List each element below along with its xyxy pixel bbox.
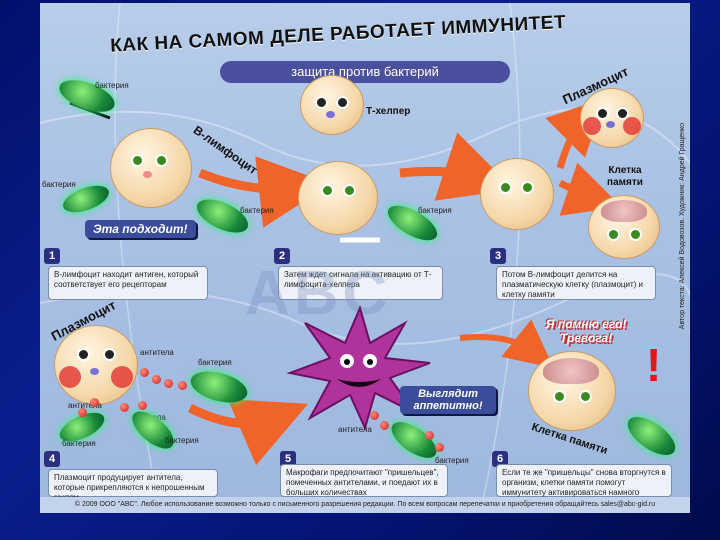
step-caption: Если те же "пришельцы" снова вторгнутся … <box>496 464 672 507</box>
eye-icon <box>321 184 334 197</box>
cheek <box>583 117 601 135</box>
eye-icon <box>629 228 642 241</box>
antibody <box>178 381 187 390</box>
bacteria-label-center-left: бактерия <box>240 206 274 215</box>
shout-remember-alarm: Я помню его! Тревога! <box>545 317 627 345</box>
bacteria-label-top: бактерия <box>95 81 129 90</box>
nose-icon <box>90 368 99 375</box>
step-number: 1 <box>44 248 60 264</box>
step-caption: Макрофаги предпочитают "пришельцев", пом… <box>280 464 448 497</box>
eye-icon <box>343 184 356 197</box>
nose-icon <box>326 111 335 118</box>
bacteria-label-b4c: бактерия <box>165 436 199 445</box>
step-caption: Плазмоцит продуцирует антитела, которые … <box>48 469 218 502</box>
bacteria-label-b4b: бактерия <box>62 439 96 448</box>
cheek <box>59 366 81 388</box>
plasmocyte-cell-bottom <box>54 325 138 405</box>
antibodies-label-b5: антитела <box>338 425 372 434</box>
memory-cell-top <box>588 195 660 259</box>
eye-icon <box>553 390 566 403</box>
bacteria-label-center: бактерия <box>418 206 452 215</box>
b-lymphocyte-cell <box>110 128 192 208</box>
arrow-to-memory <box>558 162 622 216</box>
bacteria-label-b5: бактерия <box>435 456 469 465</box>
antibody <box>152 375 161 384</box>
eye-icon <box>315 96 328 109</box>
arrow-to-thelper <box>198 156 331 228</box>
step-caption: В-лимфоцит находит антиген, который соот… <box>48 266 208 300</box>
watermark: ABC <box>245 259 392 328</box>
arrow-to-macrophage <box>187 399 309 466</box>
step-number: 4 <box>44 451 60 467</box>
bacteria-label-left: бактерия <box>42 180 76 189</box>
side-credit: Автор текста: Алексей Водовозов. Художни… <box>679 123 686 330</box>
antibody <box>425 431 434 440</box>
brain-icon <box>543 358 599 384</box>
antibodies-label: антитела <box>140 348 174 357</box>
copyright-footer: © 2009 ООО "АВС". Любое использование во… <box>40 497 690 513</box>
antibody <box>435 443 444 452</box>
t-helper-cell <box>300 75 364 135</box>
antibody <box>78 408 87 417</box>
antibody <box>90 398 99 407</box>
eye-icon <box>596 107 609 120</box>
eye-icon <box>103 348 116 361</box>
step-number: 5 <box>280 451 296 467</box>
antibody <box>120 403 129 412</box>
shout-looks-tasty: Выглядит аппетитно! <box>400 386 496 414</box>
antibody <box>140 368 149 377</box>
t-helper-label: Т-хелпер <box>366 106 411 117</box>
eye-icon <box>616 107 629 120</box>
eye-icon <box>336 96 349 109</box>
bacteria-label-b4: бактерия <box>198 358 232 367</box>
step-caption: Затем ждет сигнала на активацию от Т-лим… <box>278 266 443 300</box>
eye-icon <box>607 228 620 241</box>
exclamation-icon: ! <box>646 339 662 391</box>
arrow-to-division <box>399 132 515 201</box>
eye-icon <box>579 390 592 403</box>
eye-icon <box>131 154 144 167</box>
immunity-poster: КАК НА САМОМ ДЕЛЕ РАБОТАЕТ ИММУНИТЕТ защ… <box>40 3 690 513</box>
eye-icon <box>521 181 534 194</box>
brain-icon <box>601 200 647 222</box>
shout-this-one-fits: Эта подходит! <box>85 220 196 238</box>
antibody <box>370 411 379 420</box>
b-lymphocyte-dividing-cell <box>480 158 554 230</box>
antibody <box>380 421 389 430</box>
macrophage-cell <box>286 305 431 431</box>
b-lymphocyte-waiting-cell <box>298 161 378 235</box>
nose-icon <box>143 171 152 178</box>
plasmocyte-cell-top <box>580 88 644 148</box>
eye-icon <box>499 181 512 194</box>
antibodies-label: антитела <box>68 401 102 410</box>
cheek <box>111 366 133 388</box>
step-number: 6 <box>492 451 508 467</box>
antibody <box>138 401 147 410</box>
eye-icon <box>77 348 90 361</box>
step-number: 2 <box>274 248 290 264</box>
antibody <box>164 379 173 388</box>
memory-cell-bottom <box>528 351 616 431</box>
step-caption: Потом В-лимфоцит делится на плазматическ… <box>496 266 656 300</box>
step-number: 3 <box>490 248 506 264</box>
memory-cell-label-top: Клетка памяти <box>607 165 643 188</box>
eye-icon <box>155 154 168 167</box>
nose-icon <box>606 121 615 128</box>
arrow-to-memory-recall <box>459 319 554 368</box>
cheek <box>623 117 641 135</box>
